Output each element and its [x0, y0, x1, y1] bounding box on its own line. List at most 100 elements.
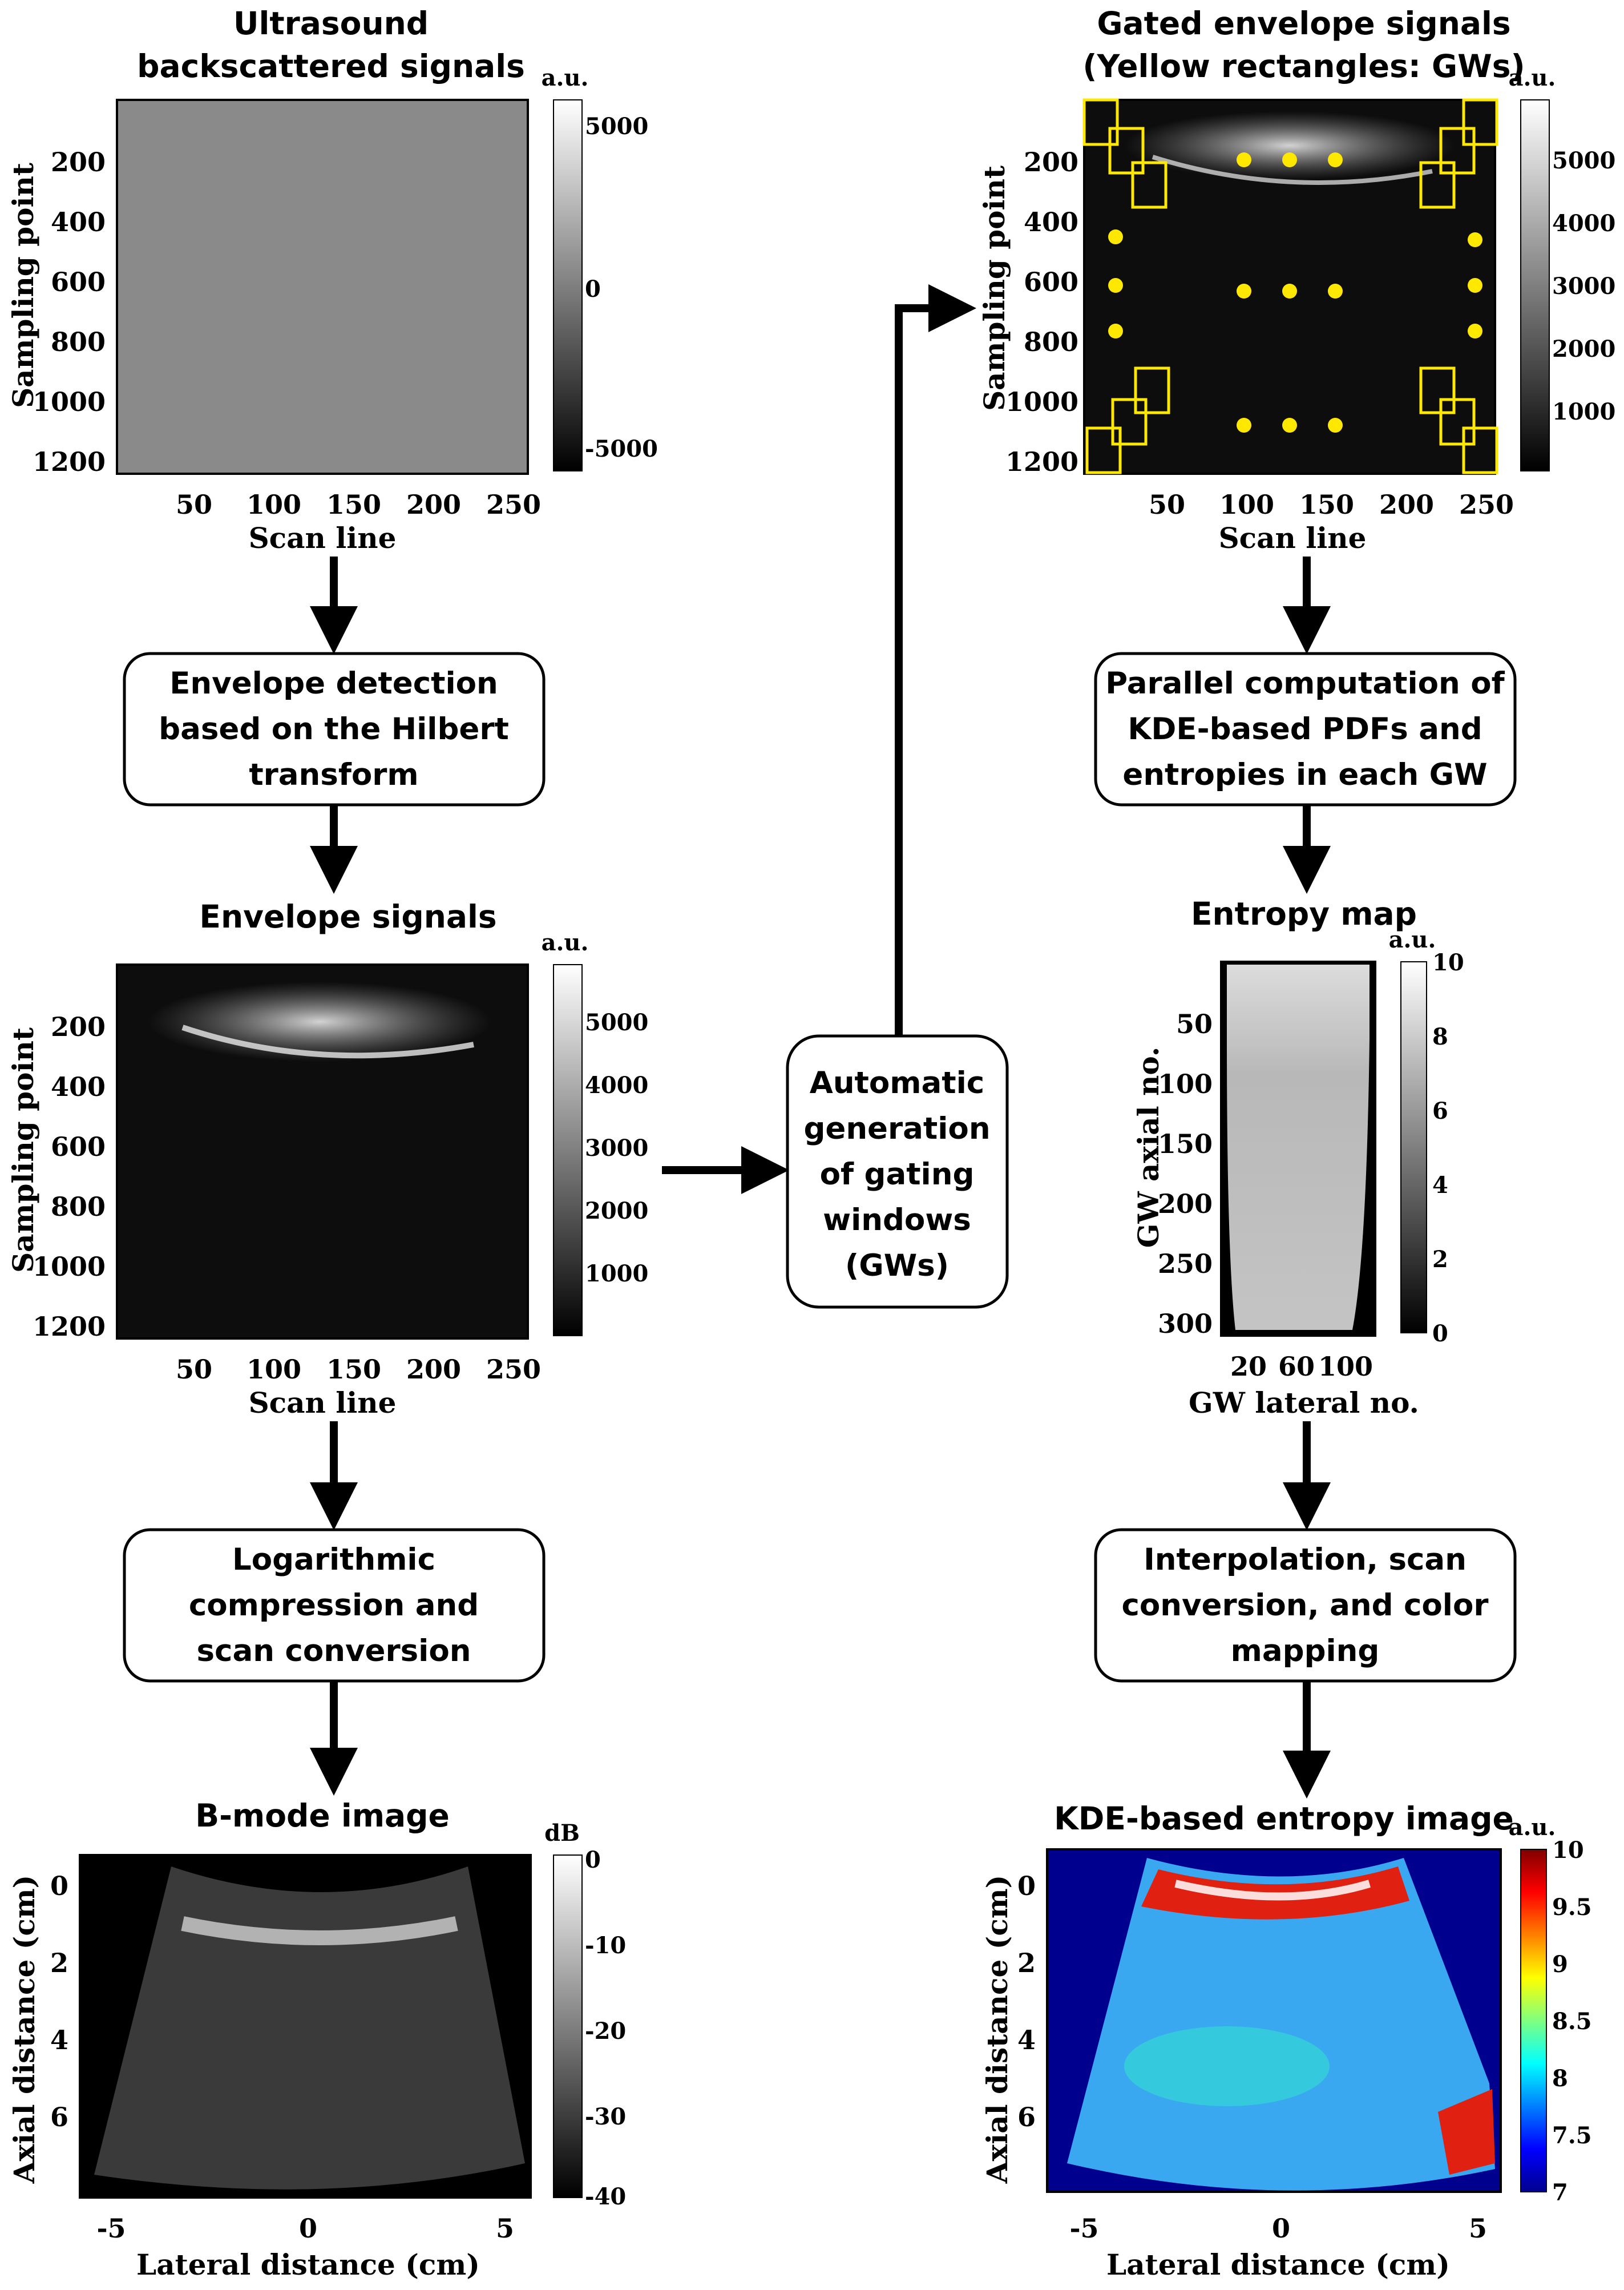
- y-axis-label: Axial distance (cm): [7, 1875, 41, 2184]
- x-tick: 100: [1219, 489, 1274, 520]
- panel-title: Envelope signals: [199, 898, 496, 935]
- x-axis-label: Scan line: [1219, 521, 1367, 555]
- gw-center-dot: [1237, 284, 1251, 299]
- y-axis-label: GW axial no.: [1132, 1047, 1165, 1248]
- gw-center-dot: [1468, 278, 1482, 293]
- x-tick: 50: [1149, 489, 1185, 520]
- panel-rf-signals: Ultrasound backscattered signals a.u. 50…: [6, 5, 658, 555]
- box-text-line: mapping: [1231, 1634, 1380, 1668]
- box-interpolation: Interpolation, scan conversion, and colo…: [1094, 1528, 1517, 1683]
- panel-title: (Yellow rectangles: GWs): [1082, 48, 1525, 84]
- panel-title: backscattered signals: [137, 48, 525, 84]
- box-text-line: generation: [803, 1111, 990, 1146]
- box-text-line: Envelope detection: [169, 666, 498, 701]
- box-log-compression: Logarithmic compression and scan convers…: [123, 1528, 546, 1683]
- x-tick: 100: [247, 1354, 301, 1385]
- x-tick: 100: [247, 489, 301, 520]
- y-tick: 200: [1158, 1188, 1213, 1219]
- colorbar-unit: a.u.: [542, 929, 589, 956]
- box-text-line: KDE-based PDFs and: [1128, 712, 1482, 747]
- x-axis-label: Lateral distance (cm): [1106, 2248, 1450, 2281]
- panel-entropy-map: Entropy map a.u. 10 8 6 4 2 0 50 100 150…: [1132, 896, 1464, 1420]
- gw-center-dot: [1108, 229, 1123, 244]
- y-tick: 4: [1017, 2025, 1036, 2055]
- gating-window-rect: [1419, 161, 1456, 209]
- colorbar: [1520, 1849, 1547, 2192]
- rf-image: [116, 99, 529, 475]
- kde-high-entropy-inner: [1174, 1880, 1371, 1901]
- bmode-sector: [94, 1866, 525, 2190]
- colorbar-tick: 4000: [1552, 210, 1615, 237]
- gw-center-dot: [1108, 324, 1123, 338]
- gw-center-dot: [1282, 152, 1297, 167]
- colorbar: [553, 99, 583, 471]
- gw-center-dot: [1468, 324, 1482, 338]
- colorbar-tick: 3000: [1552, 273, 1615, 300]
- gating-window-rect: [1462, 98, 1498, 146]
- colorbar-tick: 5000: [585, 113, 648, 140]
- box-text-line: Automatic: [810, 1066, 984, 1100]
- colorbar-tick: 5000: [1552, 147, 1615, 174]
- x-axis-label: Lateral distance (cm): [136, 2248, 480, 2281]
- box-text-line: conversion, and color: [1121, 1588, 1488, 1623]
- gating-windows: [1082, 98, 1498, 474]
- entropy-map-field: [1227, 965, 1370, 1330]
- panel-kde-entropy-image: KDE-based entropy image a.u. 10 9.5 9 8.…: [980, 1800, 1592, 2281]
- colorbar-tick: 0: [585, 276, 601, 303]
- kde-cyan-region: [1124, 2026, 1330, 2106]
- colorbar: [553, 1854, 583, 2198]
- colorbar-tick: 8.5: [1552, 2008, 1592, 2035]
- colorbar-unit: a.u.: [1509, 64, 1556, 91]
- colorbar-tick: 1000: [585, 1260, 648, 1287]
- x-tick: 0: [299, 2213, 317, 2244]
- x-tick: 200: [406, 489, 461, 520]
- x-tick: 250: [486, 1354, 541, 1385]
- colorbar-tick: 4: [1432, 1172, 1448, 1199]
- x-tick: 50: [176, 1354, 212, 1385]
- y-tick: 800: [51, 1191, 106, 1222]
- colorbar-unit: a.u.: [542, 64, 589, 91]
- x-tick: 250: [486, 489, 541, 520]
- colorbar: [1400, 961, 1427, 1333]
- colorbar-tick: 7.5: [1552, 2122, 1592, 2149]
- colorbar-tick: -5000: [585, 436, 658, 462]
- x-axis-label: Scan line: [249, 521, 397, 555]
- y-tick: 1000: [1005, 386, 1078, 417]
- box-text-line: Parallel computation of: [1105, 666, 1505, 701]
- gating-window-rect: [1439, 398, 1476, 446]
- gating-window-rect: [1439, 127, 1476, 175]
- gw-center-dot: [1328, 418, 1343, 433]
- gating-window-rect: [1462, 426, 1498, 474]
- kde-corner-hot-spot: [1438, 2089, 1495, 2175]
- panel-gated-envelope: Gated envelope signals (Yellow rectangle…: [977, 5, 1615, 555]
- colorbar-tick: 1000: [1552, 398, 1615, 425]
- y-tick: 400: [51, 1071, 106, 1102]
- x-tick: 5: [1469, 2213, 1487, 2244]
- x-tick: 250: [1459, 489, 1514, 520]
- gw-center-dot: [1237, 152, 1251, 167]
- colorbar-tick: -40: [585, 2183, 626, 2210]
- colorbar-tick: 3000: [585, 1135, 648, 1162]
- colorbar-tick: 9.5: [1552, 1894, 1592, 1921]
- y-tick: 250: [1158, 1248, 1213, 1279]
- panel-title: Entropy map: [1191, 896, 1417, 932]
- colorbar-tick: 2000: [585, 1198, 648, 1224]
- colorbar-tick: 0: [1432, 1320, 1448, 1347]
- x-tick: 150: [1299, 489, 1354, 520]
- gw-center-dot: [1468, 232, 1482, 247]
- colorbar-tick: 5000: [585, 1009, 648, 1036]
- box-text-line: Logarithmic: [232, 1542, 435, 1577]
- box-text-line: windows: [823, 1203, 971, 1237]
- x-tick: 5: [496, 2213, 514, 2244]
- panel-envelope-signals: Envelope signals a.u. 5000 4000 3000 200…: [6, 898, 648, 1420]
- bmode-bright-band: [181, 1916, 458, 1945]
- x-tick: 100: [1318, 1351, 1373, 1382]
- box-text-line: based on the Hilbert: [159, 712, 509, 747]
- colorbar-tick: 0: [585, 1846, 601, 1873]
- gw-center-dot: [1282, 418, 1297, 433]
- box-gw-generation: Automatic generation of gating windows (…: [786, 1034, 1009, 1309]
- gw-center-dot: [1282, 284, 1297, 299]
- colorbar-unit: dB: [544, 1820, 580, 1846]
- y-tick: 800: [51, 326, 106, 357]
